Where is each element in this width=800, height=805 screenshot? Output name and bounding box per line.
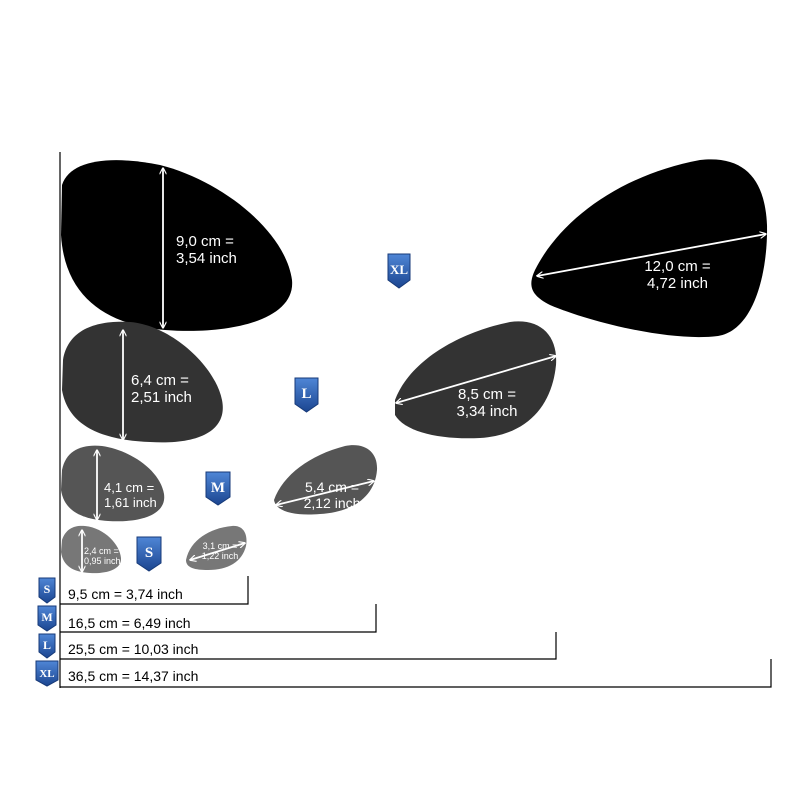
- xl-right-label: 12,0 cm = 4,72 inch: [630, 258, 725, 293]
- badge-label-m: M: [211, 480, 225, 496]
- scale-bar-l: [60, 632, 557, 660]
- s-right-label: 3,1 cm = 1,22 inch: [196, 541, 244, 561]
- l-left-piece: [62, 321, 223, 443]
- xl-right-label-inch: 4,72 inch: [647, 274, 708, 292]
- scale-badge-icon-xl: XL: [35, 660, 59, 687]
- badge-icon-xl: XL: [387, 253, 411, 289]
- l-left-label-cm: 6,4 cm =: [131, 372, 189, 389]
- l-left-label-inch: 2,51 inch: [131, 388, 192, 406]
- scale-badge-icon-m: M: [37, 605, 57, 632]
- m-left-label-inch: 1,61 inch: [104, 494, 157, 510]
- s-right-label-inch: 1,22 inch: [201, 551, 239, 562]
- badge-label-s: S: [145, 545, 153, 561]
- l-right-label: 8,5 cm = 3,34 inch: [442, 386, 532, 421]
- badge-icon-l: L: [294, 377, 319, 413]
- scale-bar-xl: [60, 659, 772, 688]
- m-left-label: 4,1 cm = 1,61 inch: [104, 480, 157, 510]
- xl-right-piece: [531, 159, 768, 338]
- l-right-label-inch: 3,34 inch: [456, 402, 518, 420]
- scale-badge-label-xl: XL: [39, 668, 54, 680]
- scale-badge-label-l: L: [43, 638, 51, 652]
- m-right-arrow: [276, 481, 374, 505]
- badge-label-xl: XL: [390, 262, 408, 277]
- s-right-arrow: [190, 543, 245, 560]
- xl-right-arrow: [537, 234, 766, 276]
- s-left-label-inch: 0,95 inch: [84, 556, 121, 567]
- s-left-label-cm: 2,4 cm =: [84, 546, 119, 556]
- scale-bar-s: [60, 576, 249, 605]
- scale-bar-l-text: 25,5 cm = 10,03 inch: [68, 641, 199, 657]
- scale-badge-icon-l: L: [38, 633, 56, 659]
- xl-right-label-cm: 12,0 cm =: [644, 258, 711, 275]
- xl-left-label-inch: 3,54 inch: [176, 249, 237, 267]
- m-left-piece: [61, 445, 165, 522]
- badge-icon-s: S: [136, 536, 162, 572]
- scale-bar-m-text: 16,5 cm = 6,49 inch: [68, 615, 191, 631]
- xl-left-label-cm: 9,0 cm =: [176, 233, 234, 250]
- l-left-label: 6,4 cm = 2,51 inch: [131, 372, 192, 407]
- s-right-label-cm: 3,1 cm =: [202, 541, 238, 551]
- badge-icon-m: M: [205, 471, 231, 506]
- scale-bar-s-text: 9,5 cm = 3,74 inch: [68, 586, 183, 602]
- scale-badge-label-s: S: [44, 582, 51, 596]
- m-left-label-cm: 4,1 cm =: [104, 480, 155, 495]
- m-right-label-cm: 5,4 cm =: [304, 479, 360, 495]
- s-left-label: 2,4 cm = 0,95 inch: [84, 546, 121, 566]
- s-left-piece: [61, 525, 122, 574]
- badge-label-l: L: [301, 386, 311, 402]
- l-right-label-cm: 8,5 cm =: [458, 386, 516, 403]
- m-right-label: 5,4 cm = 2,12 inch: [292, 479, 372, 511]
- xl-left-piece: [61, 160, 293, 331]
- scale-badge-label-m: M: [41, 610, 52, 624]
- m-right-label-inch: 2,12 inch: [303, 494, 361, 511]
- scale-bar-m: [60, 604, 377, 633]
- scale-badge-icon-s: S: [38, 577, 56, 604]
- scale-bar-xl-text: 36,5 cm = 14,37 inch: [68, 668, 199, 684]
- xl-left-label: 9,0 cm = 3,54 inch: [176, 233, 237, 268]
- l-right-arrow: [396, 356, 556, 403]
